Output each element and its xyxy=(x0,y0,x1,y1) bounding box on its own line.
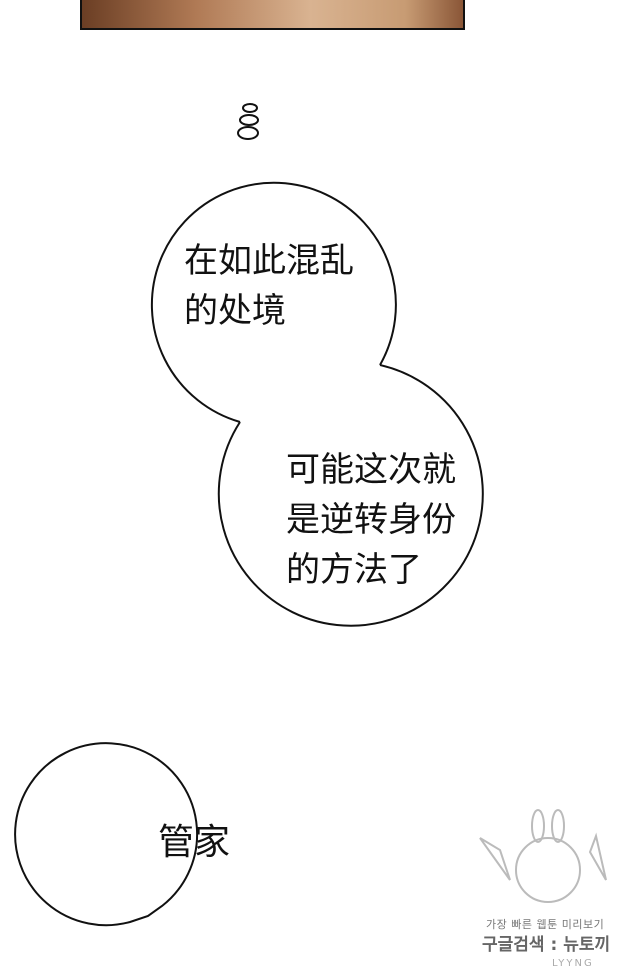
watermark-mascot-icon xyxy=(479,809,607,903)
top-art-panel xyxy=(80,0,465,30)
bubble-1-text: 在如此混乱 的处境 xyxy=(184,236,354,336)
thought-dot-large xyxy=(237,126,259,140)
watermark-line-3: LYYNG xyxy=(552,958,594,969)
watermark-line-2: 구글검색 : 뉴토끼 xyxy=(482,935,611,955)
speech-bubble-1 xyxy=(150,181,397,423)
speech-bubble-3 xyxy=(14,742,199,927)
bubble-2-text: 可能这次就 是逆转身份 的方法了 xyxy=(286,445,456,595)
bubble-1-line-2: 的处境 xyxy=(184,291,286,331)
watermark-line-1: 가장 빠른 웹툰 미리보기 xyxy=(486,918,605,931)
bubble-2-line-1: 可能这次就 xyxy=(286,450,456,490)
thought-dot-small xyxy=(242,103,258,113)
thought-dot-medium xyxy=(239,114,259,126)
bubble-2-line-2: 是逆转身份 xyxy=(286,500,456,540)
bubble-3-text: 管家 xyxy=(158,822,231,863)
speech-bubble-2 xyxy=(217,364,484,627)
bubble-2-line-3: 的方法了 xyxy=(286,550,422,590)
thought-dots xyxy=(237,103,259,140)
bubble-1-line-1: 在如此混乱 xyxy=(184,241,354,281)
